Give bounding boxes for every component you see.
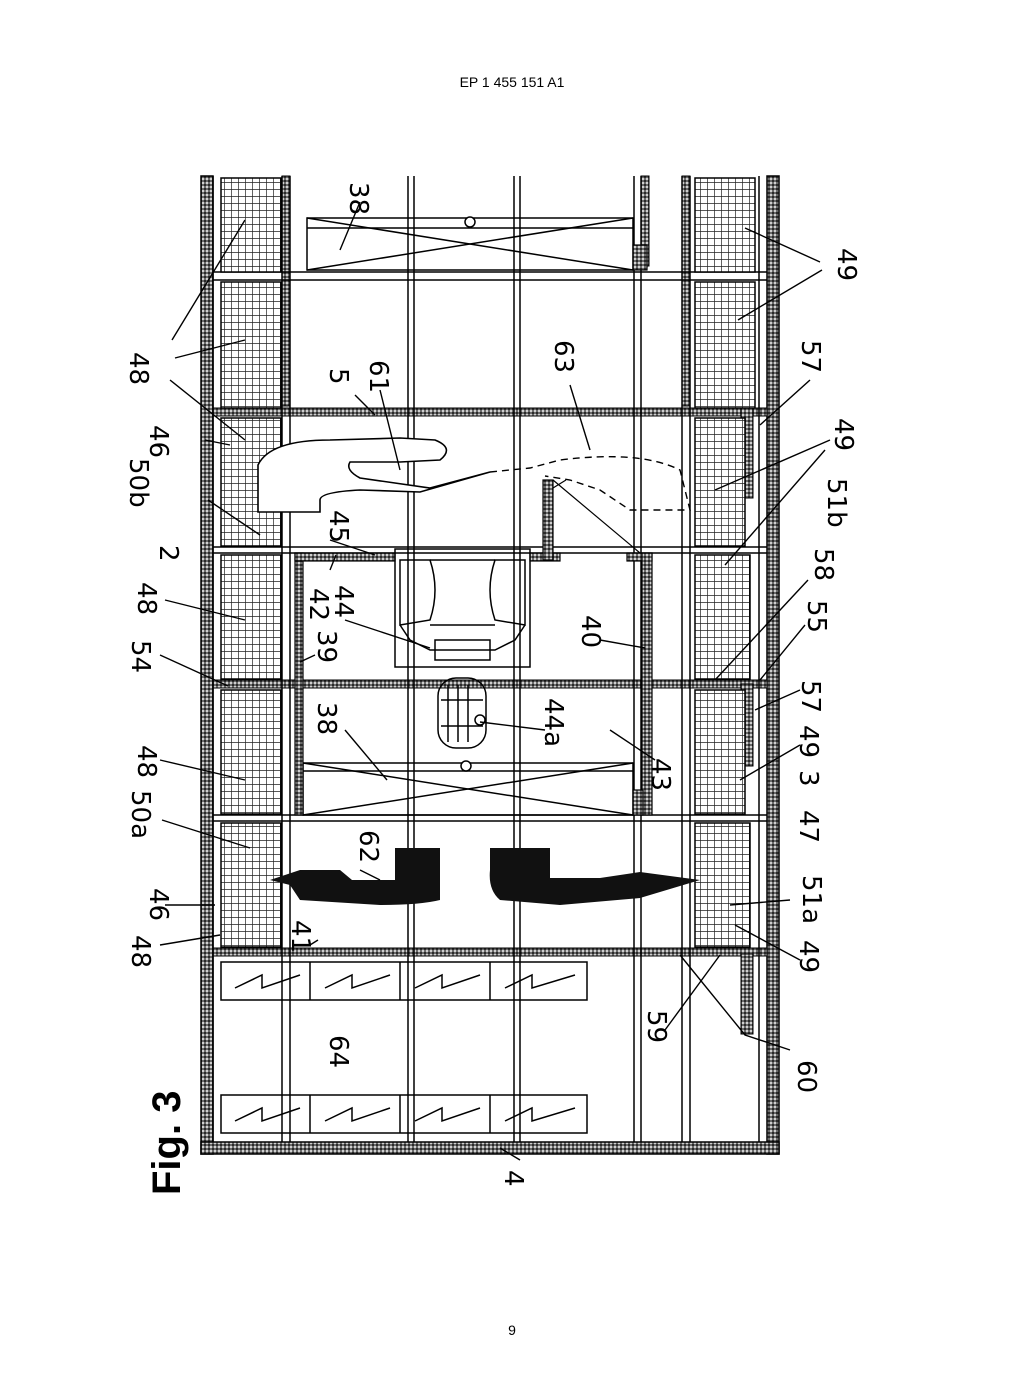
fan-unit	[394, 548, 531, 668]
ref-54: 54	[125, 640, 155, 673]
ref-44: 44	[328, 585, 358, 618]
ref-47: 47	[793, 810, 823, 843]
ref-49-top: 49	[831, 248, 861, 281]
heat-exchanger-top	[306, 216, 634, 271]
ref-43: 43	[645, 758, 675, 791]
reference-numerals: 38 49 48 5 61 63 57 46 49 50b 51b 2 45 4…	[123, 182, 861, 1187]
ref-50b: 50b	[123, 458, 153, 508]
ref-60: 60	[791, 1060, 821, 1093]
ref-49-mid: 49	[828, 418, 858, 451]
ref-49-lower: 49	[793, 725, 823, 758]
ref-63: 63	[548, 340, 578, 373]
ref-38-top: 38	[343, 182, 373, 215]
ref-46-bottom: 46	[143, 888, 173, 921]
heat-exchanger-bottom	[302, 760, 634, 816]
structure-lines	[212, 176, 767, 1142]
ref-58: 58	[808, 548, 838, 581]
ref-48-bottom: 48	[125, 935, 155, 968]
ref-40: 40	[575, 615, 605, 648]
airflow-62	[270, 848, 700, 905]
cabinet-64	[220, 961, 588, 1134]
leader-lines	[159, 201, 831, 1161]
ref-57-mid: 57	[795, 680, 825, 713]
page-number: 9	[508, 1322, 516, 1338]
outer-walls	[200, 175, 780, 1155]
ref-3: 3	[793, 770, 823, 787]
ref-51a: 51a	[796, 875, 826, 924]
ref-44a: 44a	[538, 698, 568, 747]
ref-57-top: 57	[795, 340, 825, 373]
ref-39: 39	[311, 630, 341, 663]
ref-62: 62	[353, 830, 383, 863]
ref-48-mid: 48	[131, 582, 161, 615]
air-handling-housing	[294, 244, 653, 816]
ref-4: 4	[498, 1170, 528, 1187]
ref-5: 5	[323, 368, 353, 385]
ref-38-bottom: 38	[311, 702, 341, 735]
ref-59: 59	[641, 1010, 671, 1043]
ref-61: 61	[363, 360, 393, 393]
ref-48-lower: 48	[131, 745, 161, 778]
insulation-panels	[220, 177, 756, 948]
ref-55: 55	[801, 600, 831, 633]
figure-label: Fig. 3	[145, 1091, 189, 1195]
ref-2: 2	[153, 545, 183, 562]
fan-motor	[437, 677, 487, 749]
ref-41: 41	[285, 920, 315, 953]
ref-46-top: 46	[143, 425, 173, 458]
ref-48-top: 48	[123, 352, 153, 385]
airflow-61	[257, 437, 491, 513]
ref-51b: 51b	[821, 478, 851, 528]
document-header: EP 1 455 151 A1	[459, 74, 565, 90]
ref-50a: 50a	[125, 790, 155, 839]
airflow-63	[489, 455, 691, 511]
ref-42: 42	[303, 588, 333, 621]
ref-64: 64	[323, 1035, 353, 1068]
ref-49-bottom: 49	[793, 940, 823, 973]
ref-45: 45	[323, 510, 353, 543]
